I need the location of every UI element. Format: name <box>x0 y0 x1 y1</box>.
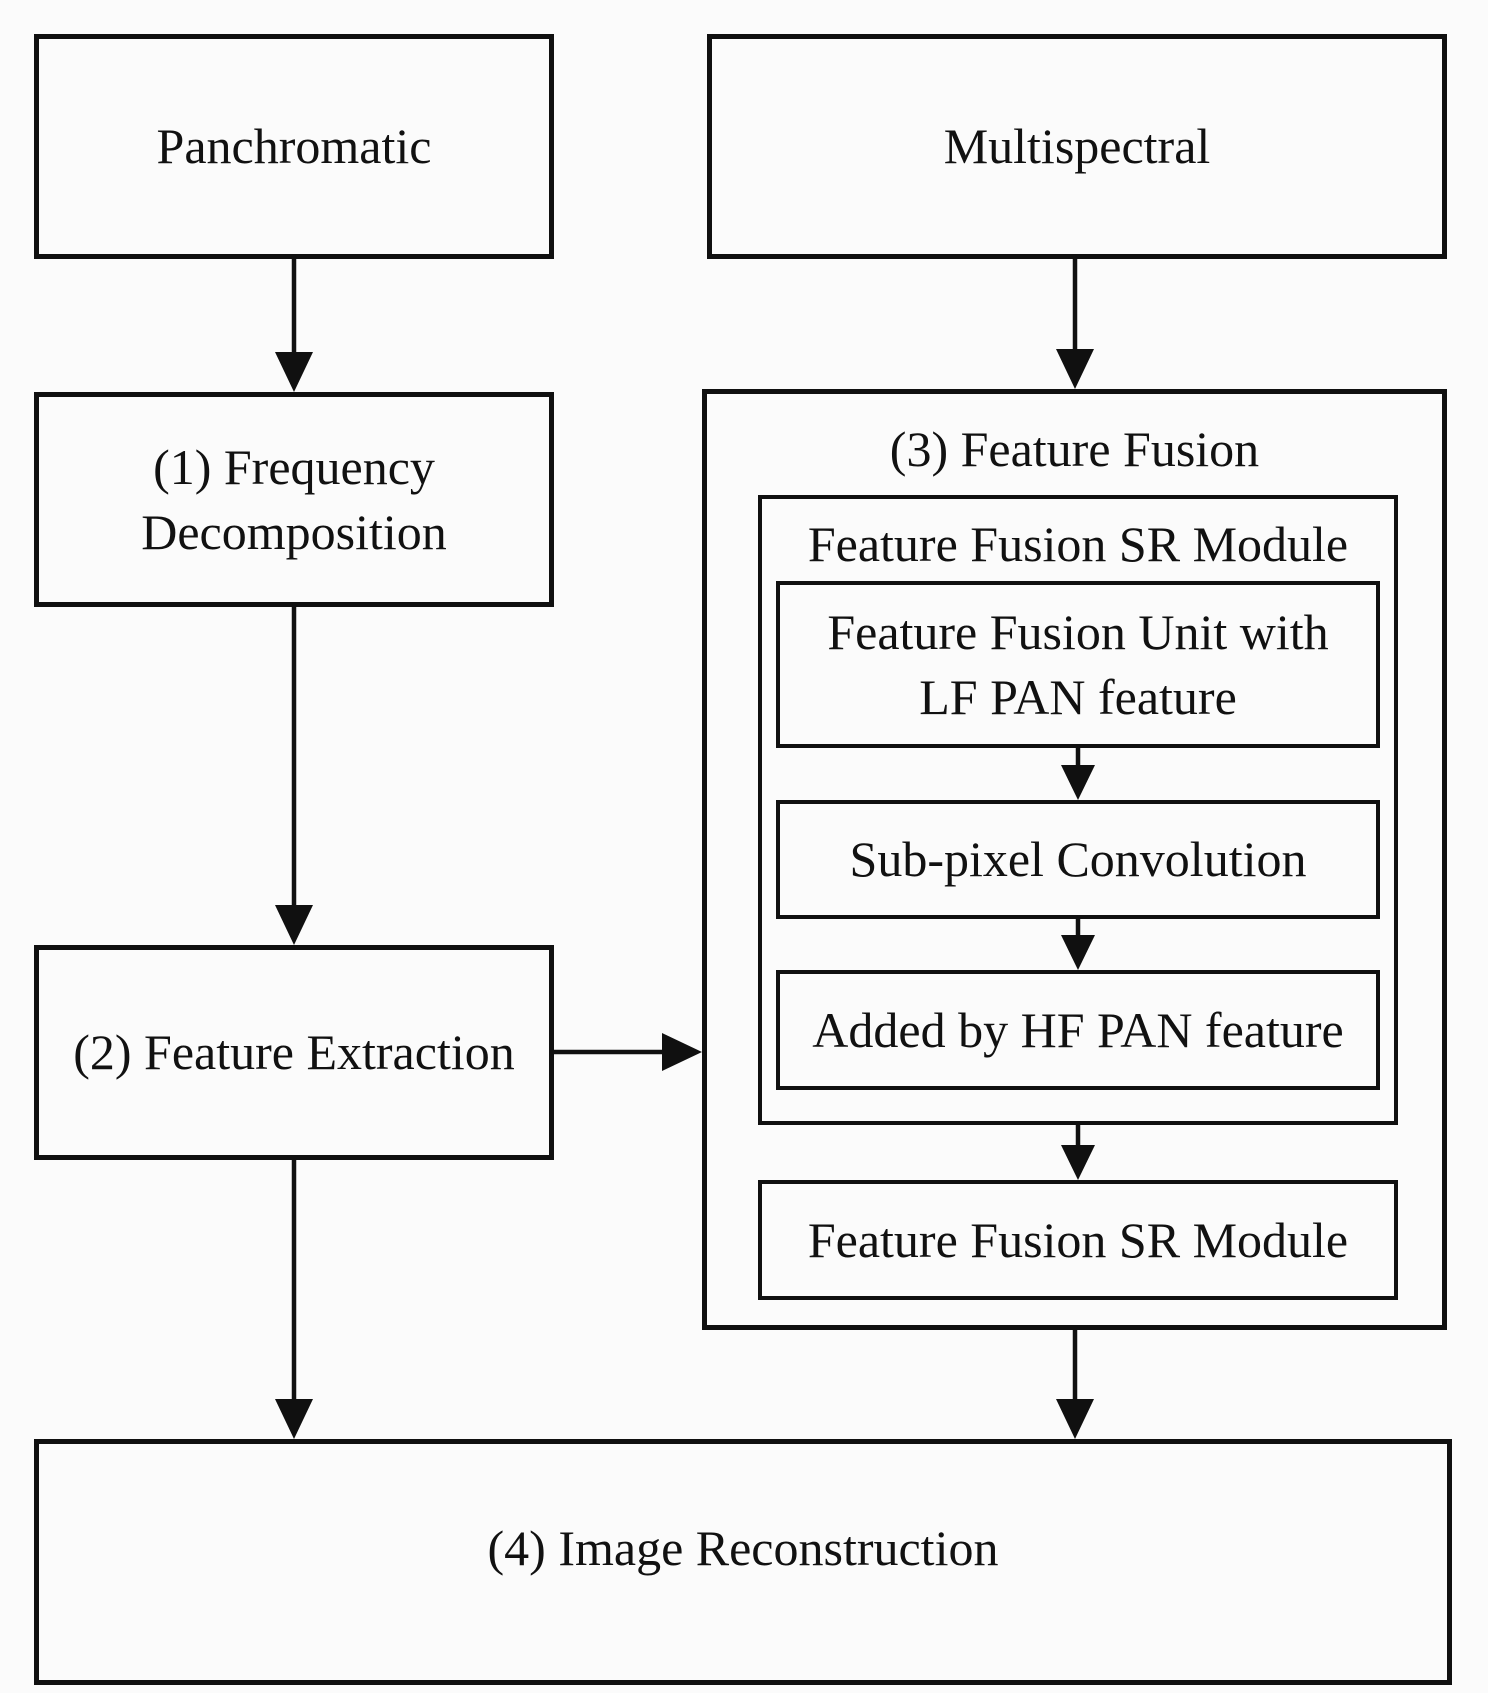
feature-extraction-label: (2) Feature Extraction <box>73 1024 515 1080</box>
node-image-reconstruction: (4) Image Reconstruction <box>34 1439 1452 1685</box>
node-sr-module-repeat: Feature Fusion SR Module <box>758 1180 1398 1300</box>
arrow-multispectral-to-fusion <box>1056 259 1094 389</box>
sr-module-repeat-label: Feature Fusion SR Module <box>807 1211 1349 1268</box>
panchromatic-label: Panchromatic <box>156 118 432 174</box>
node-panchromatic: Panchromatic <box>34 34 554 259</box>
fusion-unit-label: Feature Fusion Unit with LF PAN feature <box>827 600 1328 730</box>
node-sr-module-container: Feature Fusion SR Module Feature Fusion … <box>758 495 1398 1125</box>
multispectral-label: Multispectral <box>943 118 1211 174</box>
image-reconstruction-label: (4) Image Reconstruction <box>487 1519 999 1576</box>
arrow-extraction-to-fusion <box>554 1033 702 1071</box>
frequency-decomposition-label: (1) Frequency Decomposition <box>141 435 447 565</box>
node-feature-fusion: (3) Feature Fusion Feature Fusion SR Mod… <box>702 389 1447 1330</box>
subpixel-convolution-label: Sub-pixel Convolution <box>849 831 1307 887</box>
arrow-frequency-to-extraction <box>275 607 313 945</box>
arrow-panchromatic-to-frequency <box>275 259 313 392</box>
node-feature-extraction: (2) Feature Extraction <box>34 945 554 1160</box>
frequency-decomposition-line1: (1) Frequency <box>153 438 435 495</box>
node-added-hf-pan: Added by HF PAN feature <box>776 970 1380 1090</box>
arrow-fusion-to-reconstruction <box>1056 1330 1094 1439</box>
fusion-unit-line2: LF PAN feature <box>919 668 1237 725</box>
fusion-unit-line1: Feature Fusion Unit with <box>827 603 1329 660</box>
added-hf-pan-label: Added by HF PAN feature <box>812 1001 1344 1058</box>
node-multispectral: Multispectral <box>707 34 1447 259</box>
feature-fusion-label: (3) Feature Fusion <box>889 421 1260 477</box>
sr-module-container-label: Feature Fusion SR Module <box>807 516 1349 572</box>
node-subpixel-convolution: Sub-pixel Convolution <box>776 800 1380 919</box>
node-fusion-unit: Feature Fusion Unit with LF PAN feature <box>776 581 1380 748</box>
node-frequency-decomposition: (1) Frequency Decomposition <box>34 392 554 607</box>
arrow-extraction-to-reconstruction <box>275 1160 313 1439</box>
frequency-decomposition-line2: Decomposition <box>141 503 447 560</box>
